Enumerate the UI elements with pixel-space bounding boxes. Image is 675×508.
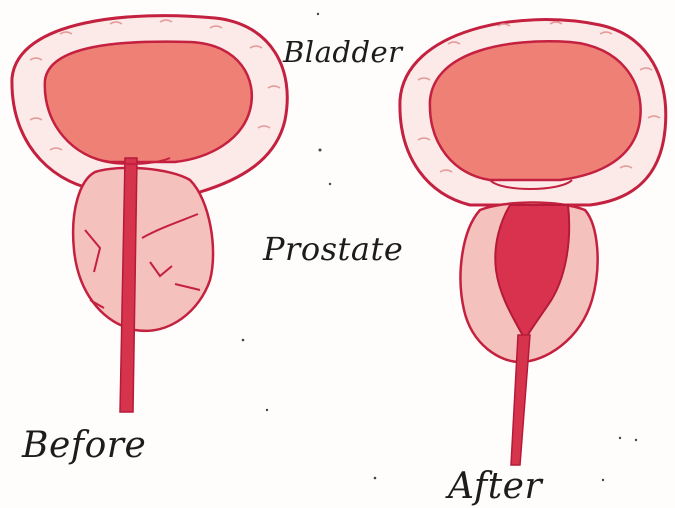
before-diagram bbox=[12, 16, 287, 412]
before-bladder bbox=[45, 42, 252, 162]
before-prostate bbox=[73, 168, 213, 331]
after-diagram bbox=[400, 20, 666, 465]
after-label: After bbox=[448, 466, 542, 507]
bladder-label: Bladder bbox=[283, 35, 403, 69]
after-bladder bbox=[430, 41, 641, 180]
before-label: Before bbox=[22, 425, 146, 466]
prostate-label: Prostate bbox=[263, 230, 403, 268]
